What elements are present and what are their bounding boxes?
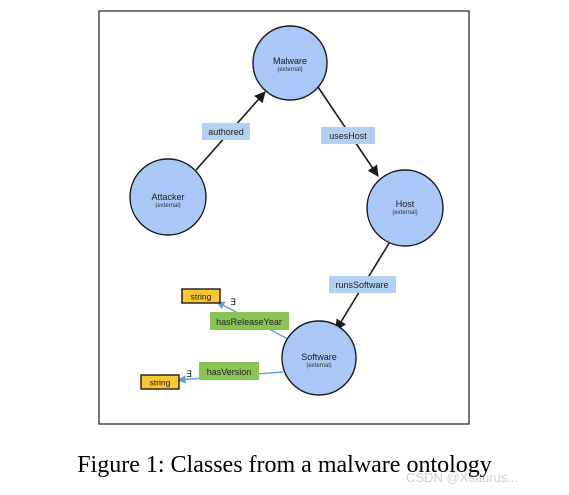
property-runs-software-box xyxy=(329,276,396,293)
class-attacker: Attacker (external) xyxy=(129,158,207,236)
property-has-release-year-box xyxy=(210,312,289,330)
datatype-release-year: string xyxy=(181,288,221,304)
class-malware-note: (external) xyxy=(277,67,302,73)
class-host: Host (external) xyxy=(366,169,444,247)
exists-symbol-release-year: ∃ xyxy=(230,298,236,308)
property-has-version-box xyxy=(199,362,259,380)
class-host-note: (external) xyxy=(392,210,417,216)
datatype-version-label: string xyxy=(150,378,171,388)
watermark: CSDN @Xsaurus... xyxy=(406,470,519,485)
class-attacker-circle xyxy=(129,158,207,236)
property-authored-box xyxy=(202,123,250,140)
class-software-name: Software xyxy=(301,352,337,362)
class-malware: Malware (external) xyxy=(252,25,328,101)
datatype-release-year-box xyxy=(181,288,221,304)
property-has-version: hasVersion xyxy=(199,362,259,380)
class-software-note: (external) xyxy=(306,363,331,369)
datatype-release-year-label: string xyxy=(191,292,212,302)
property-has-release-year-label: hasReleaseYear xyxy=(216,317,282,327)
class-software: Software (external) xyxy=(281,320,357,396)
class-attacker-note: (external) xyxy=(155,203,180,209)
property-uses-host-label: usesHost xyxy=(329,131,367,141)
property-uses-host: usesHost xyxy=(321,127,375,144)
class-attacker-name: Attacker xyxy=(151,192,184,202)
property-has-version-label: hasVersion xyxy=(207,367,252,377)
property-authored: authored xyxy=(202,123,250,140)
class-software-circle xyxy=(281,320,357,396)
figure-caption: Figure 1: Classes from a malware ontolog… xyxy=(77,452,492,478)
property-uses-host-box xyxy=(321,127,375,144)
datatype-version-box xyxy=(140,374,180,390)
property-runs-software-label: runsSoftware xyxy=(335,280,388,290)
class-malware-name: Malware xyxy=(273,56,307,66)
class-malware-circle xyxy=(252,25,328,101)
property-has-release-year: hasReleaseYear xyxy=(210,312,289,330)
class-host-circle xyxy=(366,169,444,247)
datatype-version: string xyxy=(140,374,180,390)
property-authored-label: authored xyxy=(208,127,244,137)
property-runs-software: runsSoftware xyxy=(329,276,396,293)
class-host-name: Host xyxy=(396,199,415,209)
exists-symbol-version: ∃ xyxy=(186,370,192,380)
